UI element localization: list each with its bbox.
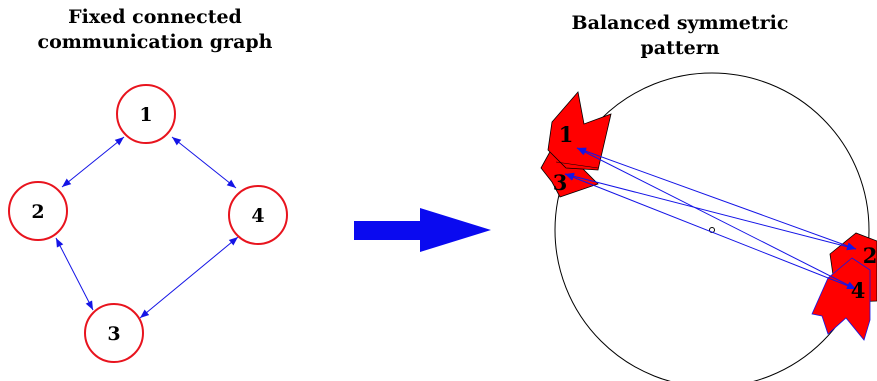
agent-1-label: 1 [559, 122, 574, 147]
communication-graph: 1 2 3 4 [8, 84, 288, 363]
edge-3-4 [139, 236, 239, 319]
graph-node-2: 2 [8, 181, 68, 241]
graph-node-1-label: 1 [139, 104, 152, 126]
left-panel-title: Fixed connected communication graph [5, 5, 305, 55]
graph-node-4: 4 [228, 185, 288, 245]
edge-1-4 [171, 136, 237, 189]
link-3-4 [564, 173, 857, 290]
agent-1-shape [547, 91, 612, 171]
agent-3-label: 3 [553, 170, 568, 195]
graph-node-1: 1 [116, 84, 176, 144]
left-title-line1: Fixed connected [68, 6, 242, 28]
right-arrow-icon [354, 208, 491, 252]
orbit-circle [554, 72, 870, 381]
right-title-line2: pattern [640, 37, 720, 59]
agent-2-label: 2 [863, 243, 877, 268]
symmetric-pattern: 1 3 2 4 [540, 72, 877, 381]
graph-node-2-label: 2 [31, 201, 44, 223]
right-panel-title: Balanced symmetric pattern [560, 11, 800, 61]
link-1-4 [576, 147, 857, 290]
edge-2-3 [55, 237, 94, 311]
right-title-line1: Balanced symmetric [571, 12, 789, 34]
link-3-2 [564, 172, 857, 251]
graph-node-4-label: 4 [251, 205, 264, 227]
edge-1-2 [61, 136, 125, 188]
agent-4-label: 4 [851, 278, 866, 303]
graph-node-3: 3 [84, 303, 144, 363]
graph-node-3-label: 3 [107, 323, 120, 345]
left-title-line2: communication graph [37, 31, 273, 53]
